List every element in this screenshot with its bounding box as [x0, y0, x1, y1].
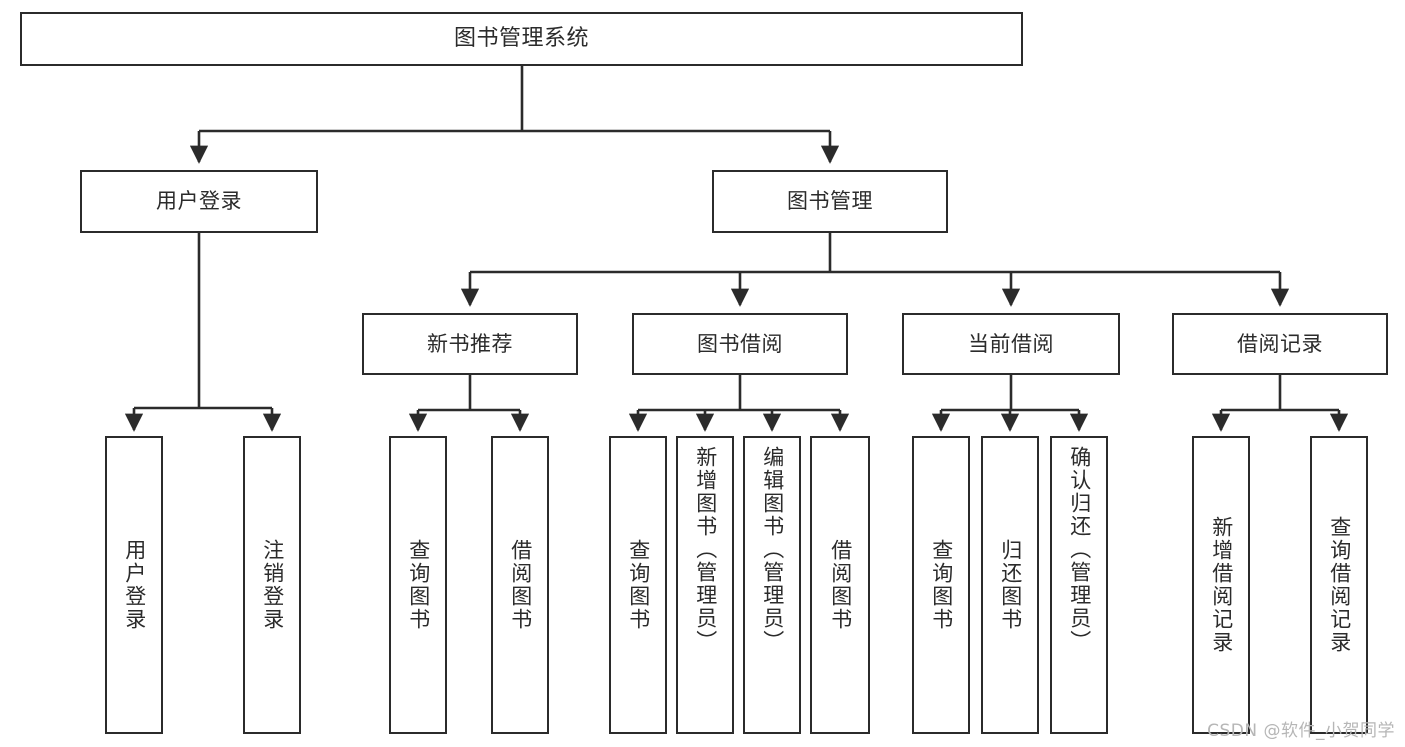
node-leaf-edit-book[interactable]: 编辑图书（管理员） [743, 436, 801, 734]
node-leaf-query-book-1-label: 查询图书 [406, 539, 431, 631]
node-leaf-query-record-label: 查询借阅记录 [1327, 516, 1352, 654]
node-leaf-logout-login-label: 注销登录 [260, 539, 285, 631]
node-current-borrow-label: 当前借阅 [968, 331, 1054, 356]
node-leaf-query-book-1[interactable]: 查询图书 [389, 436, 447, 734]
node-leaf-query-record[interactable]: 查询借阅记录 [1310, 436, 1368, 734]
node-root-label: 图书管理系统 [453, 26, 589, 52]
node-root[interactable]: 图书管理系统 [20, 12, 1023, 66]
node-new-book-rec[interactable]: 新书推荐 [362, 313, 578, 375]
node-leaf-query-book-2[interactable]: 查询图书 [609, 436, 667, 734]
node-leaf-edit-book-label: 编辑图书（管理员） [760, 446, 785, 653]
node-leaf-borrow-book-2-label: 借阅图书 [828, 539, 853, 631]
node-leaf-add-book[interactable]: 新增图书（管理员） [676, 436, 734, 734]
node-book-borrow[interactable]: 图书借阅 [632, 313, 848, 375]
node-leaf-borrow-book-2[interactable]: 借阅图书 [810, 436, 870, 734]
node-leaf-query-book-2-label: 查询图书 [626, 539, 651, 631]
node-book-manage-label: 图书管理 [787, 189, 873, 214]
node-leaf-borrow-book-1-label: 借阅图书 [508, 539, 533, 631]
node-user-login[interactable]: 用户登录 [80, 170, 318, 233]
node-leaf-add-record[interactable]: 新增借阅记录 [1192, 436, 1250, 734]
node-leaf-return-book[interactable]: 归还图书 [981, 436, 1039, 734]
node-user-login-label: 用户登录 [156, 189, 242, 214]
node-leaf-logout-login[interactable]: 注销登录 [243, 436, 301, 734]
node-leaf-confirm-return-label: 确认归还（管理员） [1067, 446, 1092, 653]
node-leaf-user-login[interactable]: 用户登录 [105, 436, 163, 734]
watermark-text: CSDN @软件_小贺同学 [1207, 721, 1395, 741]
node-leaf-confirm-return[interactable]: 确认归还（管理员） [1050, 436, 1108, 734]
node-leaf-query-book-3[interactable]: 查询图书 [912, 436, 970, 734]
node-leaf-query-book-3-label: 查询图书 [929, 539, 954, 631]
node-leaf-user-login-label: 用户登录 [122, 539, 147, 631]
node-new-book-rec-label: 新书推荐 [427, 331, 513, 356]
node-book-manage[interactable]: 图书管理 [712, 170, 948, 233]
node-leaf-add-record-label: 新增借阅记录 [1209, 516, 1234, 654]
node-current-borrow[interactable]: 当前借阅 [902, 313, 1120, 375]
node-leaf-add-book-label: 新增图书（管理员） [693, 446, 718, 653]
node-borrow-record[interactable]: 借阅记录 [1172, 313, 1388, 375]
node-borrow-record-label: 借阅记录 [1237, 331, 1323, 356]
node-book-borrow-label: 图书借阅 [697, 331, 783, 356]
node-leaf-borrow-book-1[interactable]: 借阅图书 [491, 436, 549, 734]
node-leaf-return-book-label: 归还图书 [998, 539, 1023, 631]
